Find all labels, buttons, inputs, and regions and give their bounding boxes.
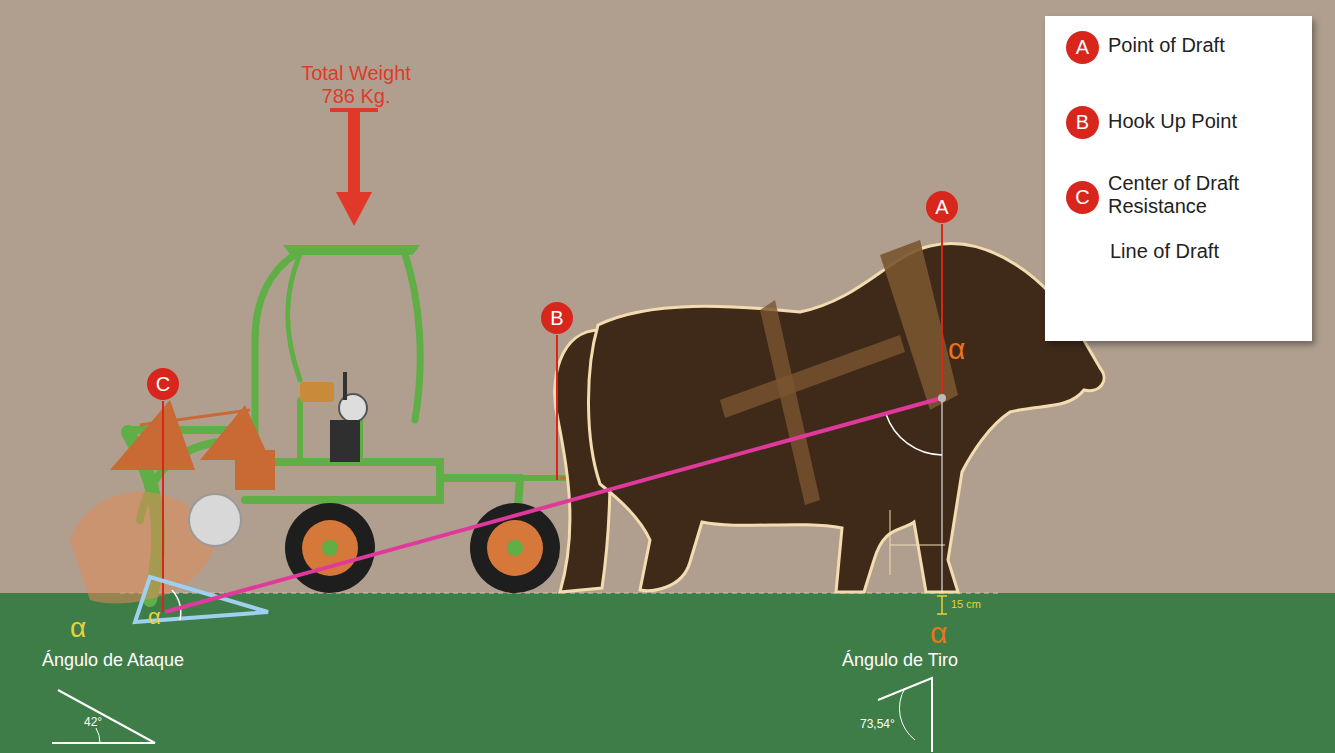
vertical-ref (942, 398, 943, 592)
angle-title: Ángulo de Ataque (42, 650, 184, 671)
angle-icons (52, 678, 932, 752)
dimension: 15 cm (951, 598, 981, 611)
depth-bracket (937, 596, 947, 614)
legend-letter: A (1066, 31, 1099, 64)
plow (70, 400, 275, 603)
line-of-draft (165, 398, 942, 612)
draft-point (938, 394, 946, 402)
angle-arc (886, 414, 942, 455)
angle-value: 42° (84, 716, 102, 730)
angle-symbol: α (930, 616, 947, 651)
legend-text: Point of Draft (1108, 34, 1225, 57)
legend-text: Hook Up Point (1108, 110, 1237, 133)
horse (555, 240, 1104, 592)
legend-text: Line of Draft (1110, 240, 1219, 263)
callout-letter: A (935, 196, 948, 219)
angle-value: 73,54° (860, 718, 895, 732)
legend-letter: C (1066, 181, 1099, 214)
weight-label: Total Weight 786 Kg. (296, 62, 416, 108)
callout-circle: A (926, 191, 958, 223)
callout-circle: C (147, 368, 179, 400)
callout-letter: C (156, 373, 170, 396)
angle-symbol: α (70, 612, 86, 644)
angle-symbol: α (948, 332, 965, 367)
weight-arrow (330, 110, 378, 226)
seat (300, 372, 367, 462)
callout-letter: B (550, 307, 563, 330)
leader-lines (163, 224, 942, 612)
callout-circle: B (541, 302, 573, 334)
legend-letter: B (1066, 106, 1099, 139)
legend-text: Center of Draft Resistance (1108, 172, 1258, 218)
angle-symbol: α (148, 604, 161, 629)
attack-arc (172, 590, 181, 620)
angle-title: Ángulo de Tiro (842, 650, 958, 671)
